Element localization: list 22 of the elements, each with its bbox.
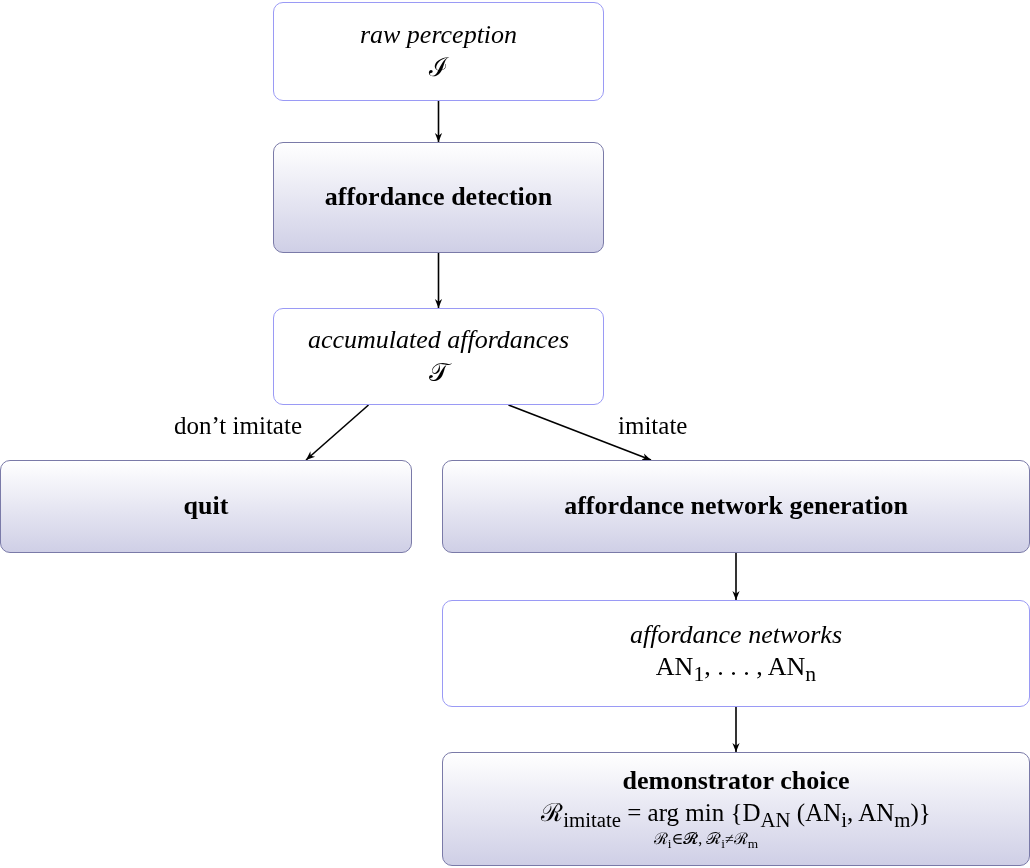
process-box xyxy=(442,460,1030,553)
data-box xyxy=(273,308,604,405)
arrow xyxy=(434,100,443,143)
node-title: affordance networks xyxy=(629,618,843,651)
arrow xyxy=(434,252,443,309)
arrow xyxy=(305,404,370,461)
data-box xyxy=(273,2,604,101)
arrow xyxy=(732,552,740,601)
node-title: demonstrator choice xyxy=(622,764,850,797)
node-title: accumulated affordances xyxy=(307,324,570,356)
math-symbol: AN$_{1}$, . . . , AN$_{n}$ xyxy=(655,651,817,689)
data-box xyxy=(442,600,1030,707)
arrow xyxy=(507,404,652,461)
node-title: quit xyxy=(183,490,229,523)
arrow xyxy=(732,706,740,753)
process-box xyxy=(273,142,604,253)
process-box xyxy=(442,752,1030,866)
process-box xyxy=(0,460,412,553)
node-title: raw perception xyxy=(359,19,518,51)
node-title: affordance detection xyxy=(324,181,553,214)
math-symbol: ℐ xyxy=(429,51,448,84)
node-title: affordance network generation xyxy=(564,490,908,523)
